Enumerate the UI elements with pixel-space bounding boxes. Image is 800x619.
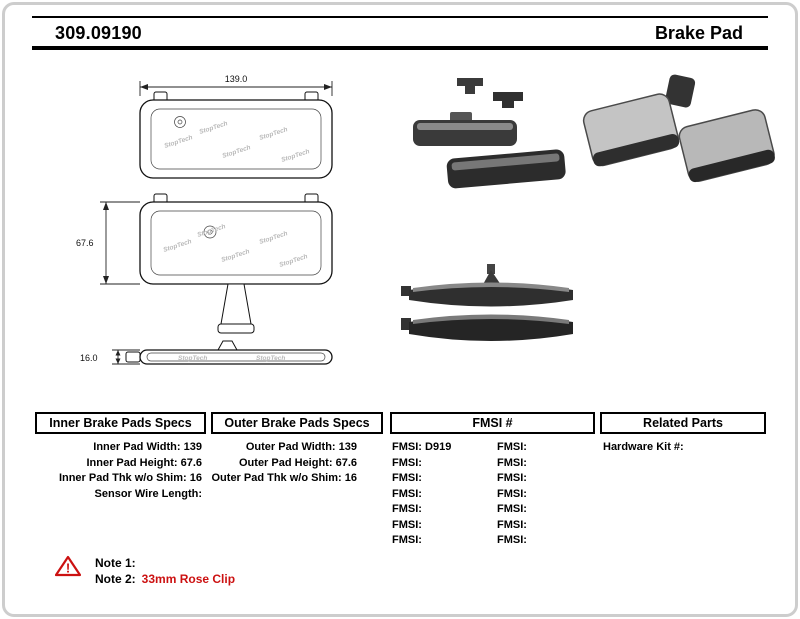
fmsi-row: FMSI: [497, 518, 597, 534]
fmsi-label: FMSI: [497, 518, 527, 531]
fmsi-row: FMSI: [497, 456, 597, 472]
spec-label: Sensor Wire Length: [94, 487, 202, 500]
fmsi-row: FMSI: [392, 502, 492, 518]
spec-label: Inner Pad Thk w/o Shim: [58, 472, 187, 484]
spec-label: Outer Pad Width: [245, 441, 336, 453]
spec-label: Inner Pad Height: [86, 456, 178, 469]
fmsi-label: FMSI: [497, 456, 527, 469]
pad-edge-photo [401, 264, 573, 341]
spec-row: Hardware Kit #: [603, 440, 763, 456]
outer-pads-photo [582, 74, 775, 183]
outer-specs-header: Outer Brake Pads Specs [211, 412, 383, 434]
fmsi-row: FMSI: [497, 471, 597, 487]
fmsi-label: FMSI: [497, 487, 527, 500]
spec-value: 16 [189, 472, 202, 484]
spec-row: Inner Pad Width: 139 [35, 440, 202, 456]
dim-width-label: 139.0 [225, 74, 248, 84]
fmsi-label: FMSI: [392, 456, 422, 469]
pad-drawing-edge-view: StopTech StopTech [125, 340, 333, 365]
spec-row: Outer Pad Thk w/o Shim: 16 [211, 471, 358, 487]
inner-specs-header: Inner Brake Pads Specs [35, 412, 206, 434]
note-2: Note 2: 33mm Rose Clip [95, 572, 235, 586]
pad-drawing-view-middle: StopTech StopTech StopTech StopTech Stop… [139, 193, 333, 334]
dim-thickness-label: 16.0 [80, 353, 98, 363]
fmsi-row: FMSI: [497, 440, 597, 456]
header-top-rule [32, 16, 768, 18]
fmsi-row: FMSI: [392, 471, 492, 487]
fmsi-label: FMSI: [392, 441, 422, 453]
pad-drawing-view-top: StopTech StopTech StopTech StopTech Stop… [139, 91, 333, 179]
spec-value: 67.6 [180, 456, 202, 469]
header-bottom-rule [32, 46, 768, 50]
fmsi-row: FMSI: D919 [392, 440, 492, 456]
related-parts-list: Hardware Kit #: [603, 440, 763, 456]
spec-row: Outer Pad Width: 139 [211, 440, 357, 456]
fmsi-row: FMSI: [497, 533, 597, 549]
thickness-dimension: 16.0 [80, 349, 140, 365]
fmsi-label: FMSI: [392, 472, 422, 484]
product-type: Brake Pad [654, 23, 743, 43]
spec-label: Outer Pad Thk w/o Shim: [211, 472, 342, 484]
spec-row: Inner Pad Thk w/o Shim: 16 [35, 471, 202, 487]
fmsi-label: FMSI: [392, 487, 422, 500]
width-dimension: 139.0 [139, 74, 333, 96]
fmsi-label: FMSI: [497, 441, 527, 453]
dim-height-label: 67.6 [76, 238, 94, 248]
fmsi-label: FMSI: [497, 534, 527, 546]
note-1: Note 1: [95, 556, 142, 570]
spec-value: 16 [344, 472, 357, 484]
sensor-clip-drawing [220, 283, 252, 325]
spec-value: 67.6 [335, 456, 357, 469]
fmsi-row: FMSI: [392, 533, 492, 549]
height-dimension: 67.6 [76, 201, 140, 285]
fmsi-row: FMSI: [392, 456, 492, 472]
fmsi-label: FMSI: [392, 534, 422, 546]
fmsi-label: FMSI: [497, 472, 527, 484]
spec-label: Hardware Kit #: [603, 441, 684, 453]
spec-row: Outer Pad Height: 67.6 [211, 456, 357, 472]
spec-label: Outer Pad Height: [239, 456, 333, 469]
fmsi-row: FMSI: [497, 502, 597, 518]
fmsi-label: FMSI: [497, 503, 527, 515]
watermark-text: StopTech [178, 355, 207, 362]
outer-specs-list: Outer Pad Width: 139 Outer Pad Height: 6… [211, 440, 358, 487]
spec-value: 139 [183, 441, 202, 453]
fmsi-label: FMSI: [392, 503, 422, 515]
warning-exclamation: ! [66, 561, 70, 576]
inner-specs-list: Inner Pad Width: 139 Inner Pad Height: 6… [35, 440, 202, 502]
watermark-text: StopTech [256, 355, 285, 362]
note2-label: Note 2: [95, 572, 136, 586]
related-parts-header: Related Parts [600, 412, 766, 434]
spec-value: 139 [338, 441, 357, 453]
part-number: 309.09190 [55, 23, 142, 43]
fmsi-row: FMSI: [497, 487, 597, 503]
fmsi-left-list: FMSI: D919 FMSI: FMSI: FMSI: FMSI: FMSI:… [392, 440, 492, 549]
spec-row: Inner Pad Height: 67.6 [35, 456, 202, 472]
spec-row: Sensor Wire Length: [35, 487, 202, 503]
fmsi-row: FMSI: [392, 487, 492, 503]
fmsi-right-list: FMSI: FMSI: FMSI: FMSI: FMSI: FMSI: FMSI… [497, 440, 597, 549]
fmsi-value: D919 [425, 441, 452, 453]
warning-triangle-icon: ! [55, 555, 81, 577]
note2-value: 33mm Rose Clip [141, 572, 236, 586]
note1-label: Note 1: [95, 556, 136, 570]
spec-label: Inner Pad Width: [93, 441, 181, 453]
product-photos [401, 74, 775, 341]
fmsi-header: FMSI # [390, 412, 595, 434]
fmsi-label: FMSI: [392, 518, 422, 531]
technical-drawing: 139.0 StopTech StopTech StopTech StopTec… [76, 74, 333, 365]
inner-pad-hardware-photo [413, 78, 566, 189]
fmsi-row: FMSI: [392, 518, 492, 534]
